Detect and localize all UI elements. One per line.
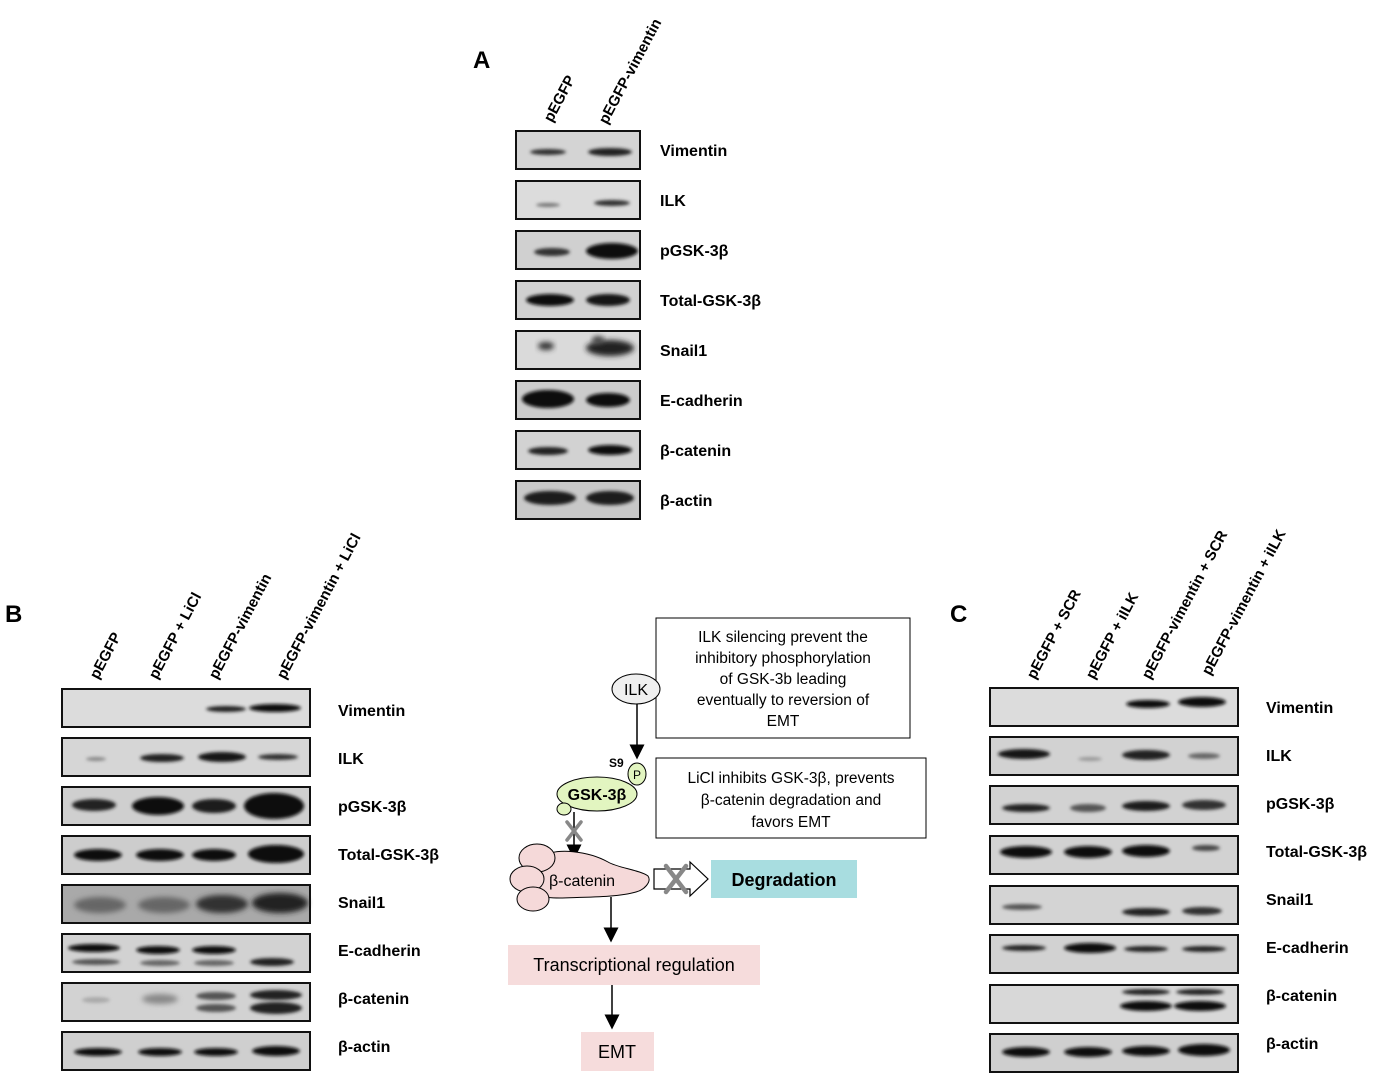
panel-a-blot-e-cadherin [515,380,641,420]
panel-a-lane-2: pEGFP-vimentin [596,16,666,127]
panel-b-row-5: Snail1 [338,895,385,912]
panel-a-row-1: Vimentin [660,143,727,160]
degradation-box: Degradation [711,860,857,898]
degradation-label: Degradation [731,870,836,890]
panel-b-blot-e-cadherin [61,933,311,973]
panel-a-blot-beta-actin [515,480,641,520]
phospho-site-label: S9 [609,756,624,770]
panel-c-blot-total-gsk [989,835,1239,875]
panel-b-blot-snail1 [61,884,311,924]
transcription-box: Transcriptional regulation [508,945,760,985]
panel-a: A pEGFP pEGFP-vimentin [473,16,761,520]
panel-c-row-6: E-cadherin [1266,940,1349,957]
panel-c-row-7: β-catenin [1266,988,1337,1005]
licl-note-box: LiCl inhibits GSK-3β, prevents β-catenin… [655,757,927,839]
panel-b-lane-2: pEGFP + LiCl [146,590,206,682]
panel-b-row-7: β-catenin [338,991,409,1008]
panel-a-row-8: β-actin [660,493,712,510]
panel-c-row-2: ILK [1266,748,1292,765]
panel-c-blot-pgsk [989,785,1239,825]
panel-b-blot-pgsk [61,786,311,826]
panel-c-row-1: Vimentin [1266,700,1333,717]
ilk-node-label: ILK [624,682,648,699]
panel-a-row-7: β-catenin [660,443,731,460]
panel-a-lane-1: pEGFP [541,73,579,125]
panel-a-row-3: pGSK-3β [660,243,729,260]
panel-b-blot-beta-catenin [61,982,311,1022]
emt-box: EMT [581,1032,654,1071]
ilk-note-box: ILK silencing prevent the inhibitory pho… [655,617,911,739]
panel-b-row-4: Total-GSK-3β [338,847,439,864]
panel-c-blot-vimentin [989,687,1239,727]
panel-b-lane-1: pEGFP [87,630,125,682]
gsk-node: GSK-3β [556,776,638,816]
panel-b-lane-4: pEGFP-vimentin + LiCl [274,531,365,682]
blocked-x-mark [565,820,583,842]
licl-note-line-1: LiCl inhibits GSK-3β, prevents [687,770,894,787]
phospho-mark: P [627,762,647,786]
ilk-note-line-3: of GSK-3b leading [720,671,847,688]
panel-b-row-2: ILK [338,751,364,768]
emt-label: EMT [598,1042,636,1062]
panel-c-lane-1: pEGFP + SCR [1024,587,1085,682]
panel-a-row-5: Snail1 [660,343,707,360]
panel-b-letter: B [5,601,22,628]
panel-c-blot-beta-actin [989,1033,1239,1073]
panel-c-row-3: pGSK-3β [1266,796,1335,813]
panel-c-lane-2: pEGFP + iILK [1083,590,1143,682]
panel-a-blot-beta-catenin [515,430,641,470]
panel-a-blot-total-gsk [515,280,641,320]
licl-note-line-3: favors EMT [751,814,831,831]
panel-c-row-4: Total-GSK-3β [1266,844,1367,861]
panel-b-row-6: E-cadherin [338,943,421,960]
panel-b-row-8: β-actin [338,1039,390,1056]
panel-c-blot-ilk [989,736,1239,776]
pathway-diagram: ILK silencing prevent the inhibitory pho… [508,617,927,1071]
panel-a-row-4: Total-GSK-3β [660,293,761,310]
panel-b-blot-total-gsk [61,835,311,875]
panel-a-blot-pgsk [515,230,641,270]
panel-b-blot-vimentin [61,688,311,728]
panel-a-blot-snail1 [515,330,641,370]
panel-a-blot-vimentin [515,130,641,170]
ilk-node: ILK [611,673,661,705]
panel-b-blot-ilk [61,737,311,777]
transcription-label: Transcriptional regulation [533,955,734,975]
panel-a-row-2: ILK [660,193,686,210]
ilk-note-line-2: inhibitory phosphorylation [695,650,871,667]
panel-b-lane-3: pEGFP-vimentin [206,571,276,682]
beta-catenin-label: β-catenin [549,873,615,890]
panel-a-row-6: E-cadherin [660,393,743,410]
beta-catenin-node: β-catenin [509,843,650,912]
degradation-block-arrow [653,860,709,898]
panel-a-blot-ilk [515,180,641,220]
gsk-node-label: GSK-3β [568,787,627,804]
ilk-note-line-1: ILK silencing prevent the [698,629,868,646]
panel-b: B pEGFP pEGFP + LiCl pEGFP-vimentin pEGF… [5,531,439,1071]
ilk-note-line-5: EMT [767,713,800,730]
panel-c: C pEGFP + SCR pEGFP + iILK pEGFP-vimenti… [950,527,1367,1073]
panel-c-blot-beta-catenin [989,984,1239,1024]
panel-c-row-8: β-actin [1266,1036,1318,1053]
ilk-note-line-4: eventually to reversion of [697,692,870,709]
panel-b-row-3: pGSK-3β [338,799,407,816]
svg-text:P: P [633,768,641,782]
licl-note-line-2: β-catenin degradation and [701,792,881,809]
panel-a-letter: A [473,47,490,74]
panel-c-blot-snail1 [989,885,1239,925]
panel-c-row-5: Snail1 [1266,892,1313,909]
panel-c-letter: C [950,601,967,628]
panel-b-row-1: Vimentin [338,703,405,720]
panel-b-blot-beta-actin [61,1031,311,1071]
panel-c-blot-e-cadherin [989,934,1239,974]
